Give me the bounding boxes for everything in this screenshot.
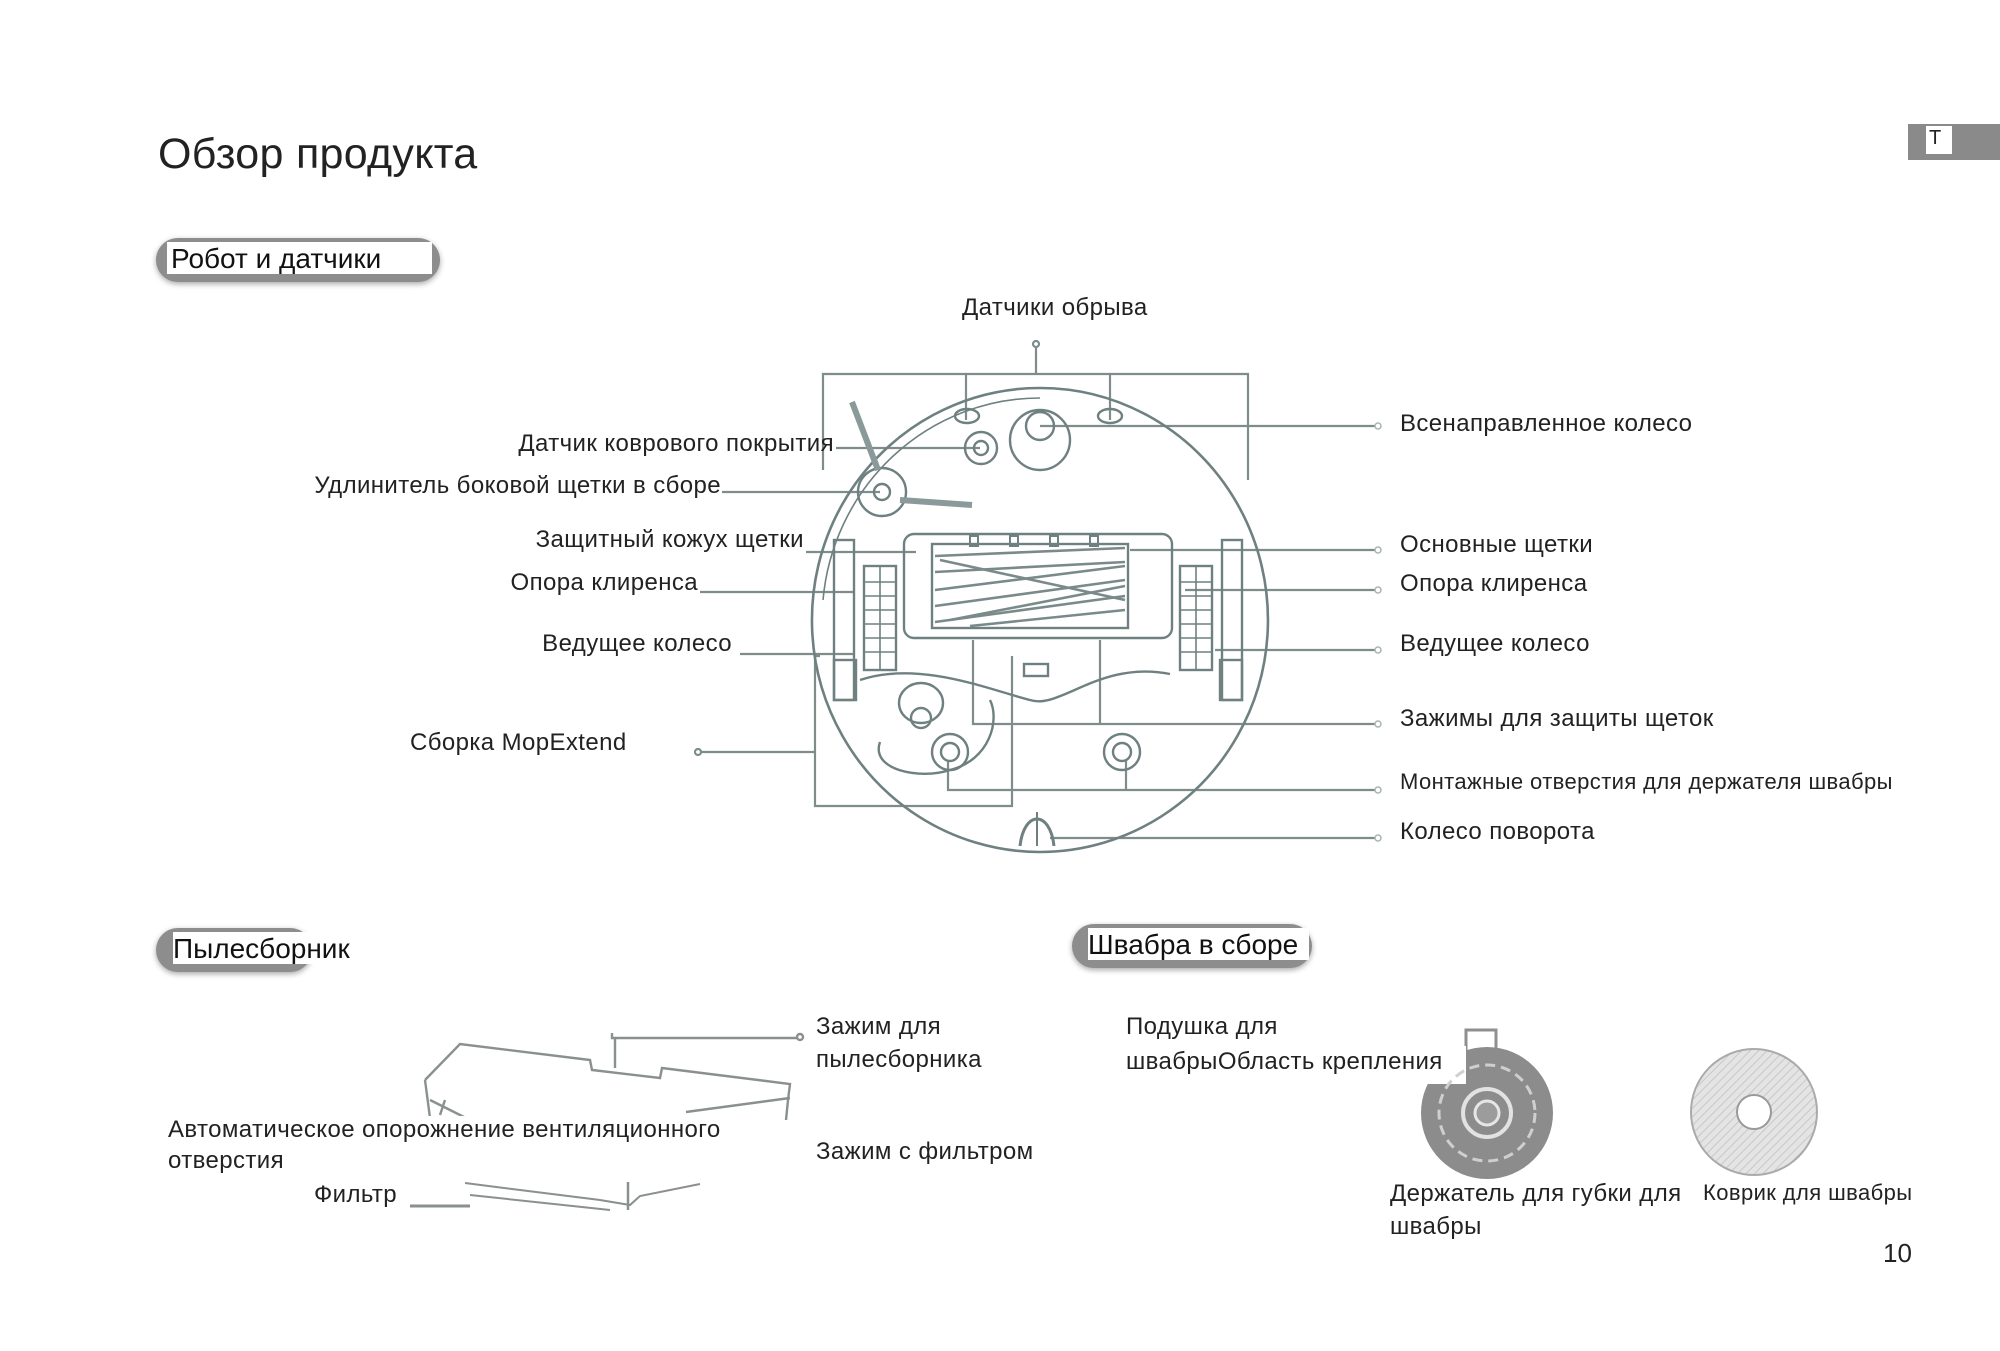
label-omni-wheel: Всенаправленное колесо bbox=[1400, 410, 1693, 437]
section-dustbin-heading: Пылесборник bbox=[156, 928, 369, 972]
section-dustbin-heading-text: Пылесборник bbox=[173, 932, 369, 964]
label-dustbin-clip-line2: пылесборника bbox=[816, 1046, 982, 1073]
page-title: Обзор продукта bbox=[158, 130, 478, 178]
chapter-tab-letter: T bbox=[1926, 126, 1952, 154]
label-main-brushes: Основные щетки bbox=[1400, 531, 1594, 558]
label-cliff-sensors: Датчики обрыва bbox=[962, 294, 1148, 321]
label-sponge-holder-line1: Держатель для губки для bbox=[1390, 1180, 1682, 1207]
label-caster-wheel: Колесо поворота bbox=[1400, 818, 1595, 845]
dustbin-drawing bbox=[410, 1032, 805, 1211]
robot-callout-lines bbox=[693, 339, 1378, 840]
label-side-brush-assembly: Удлинитель боковой щетки в сборе bbox=[314, 472, 721, 499]
label-sponge-holder-line2: швабры bbox=[1390, 1213, 1482, 1240]
mop-pad-drawing bbox=[1690, 1048, 1818, 1176]
section-robot-heading: Робот и датчики bbox=[156, 238, 440, 282]
label-dustbin-clip-line1: Зажим для bbox=[816, 1013, 942, 1040]
label-brush-guard: Защитный кожух щетки bbox=[535, 526, 804, 553]
section-mop-heading: Швабра в сборе bbox=[1072, 924, 1312, 968]
section-mop-heading-text: Швабра в сборе bbox=[1088, 928, 1309, 960]
label-mop-pad-mount-area: швабрыОбласть крепления bbox=[1126, 1048, 1443, 1076]
label-auto-empty-vent-line2: отверстия bbox=[168, 1147, 284, 1175]
label-drive-wheel-left: Ведущее колесо bbox=[542, 630, 732, 657]
robot-callout-endpoints bbox=[1374, 422, 1382, 842]
robot-bottom-view bbox=[810, 386, 1270, 854]
label-mop-pad-line1: Подушка для bbox=[1126, 1013, 1278, 1040]
label-brush-guard-clips: Зажимы для защиты щеток bbox=[1400, 705, 1714, 732]
label-drive-wheel-right: Ведущее колесо bbox=[1400, 630, 1590, 657]
label-auto-empty-vent-line1: Автоматическое опорожнение вентиляционно… bbox=[168, 1116, 725, 1144]
label-carpet-sensor: Датчик коврового покрытия bbox=[518, 430, 834, 457]
page-number: 10 bbox=[1883, 1238, 1912, 1268]
label-mop-holder-mounting-holes: Монтажные отверстия для держателя швабры bbox=[1400, 769, 1893, 794]
label-filter: Фильтр bbox=[314, 1181, 398, 1208]
chapter-tab-marker: T bbox=[1908, 124, 2000, 160]
label-clearance-support-right: Опора клиренса bbox=[1400, 570, 1588, 597]
label-mop-pad: Коврик для швабры bbox=[1703, 1180, 1913, 1205]
section-robot-heading-text: Робот и датчики bbox=[167, 242, 432, 274]
label-filter-clip: Зажим с фильтром bbox=[816, 1138, 1034, 1165]
label-clearance-support-left: Опора клиренса bbox=[510, 569, 698, 596]
label-mopextend-assembly: Сборка MopExtend bbox=[410, 729, 627, 756]
